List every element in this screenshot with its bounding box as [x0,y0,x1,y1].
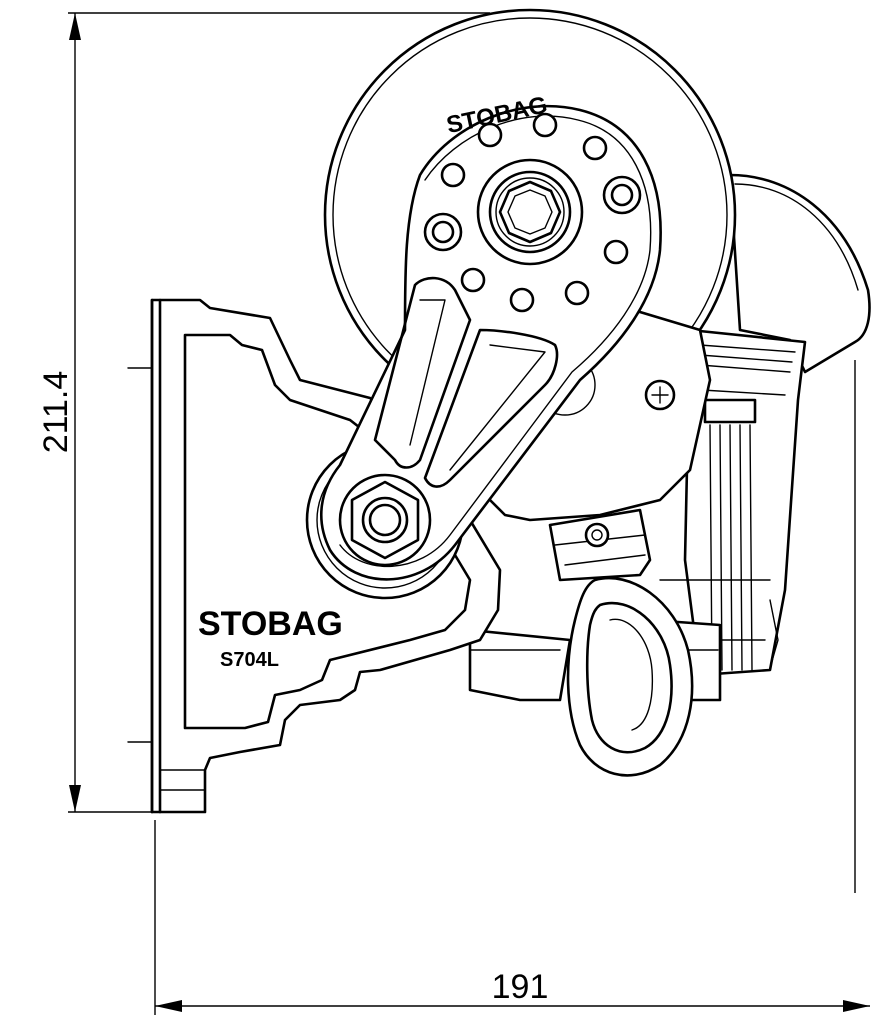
rear-cover [728,173,871,374]
brand-label: STOBAG [198,605,343,643]
width-dimension-label: 191 [492,968,549,1006]
crank-eye [548,508,694,777]
height-dimension-label: 211.4 [37,371,75,454]
bolt-holes [423,112,642,313]
pivot-nut [338,473,432,567]
motor-housing [659,328,807,677]
width-dimension: 191 [154,360,870,1015]
model-label: S704L [220,649,279,671]
central-hub [476,158,584,266]
height-dimension: 211.4 [37,12,490,813]
